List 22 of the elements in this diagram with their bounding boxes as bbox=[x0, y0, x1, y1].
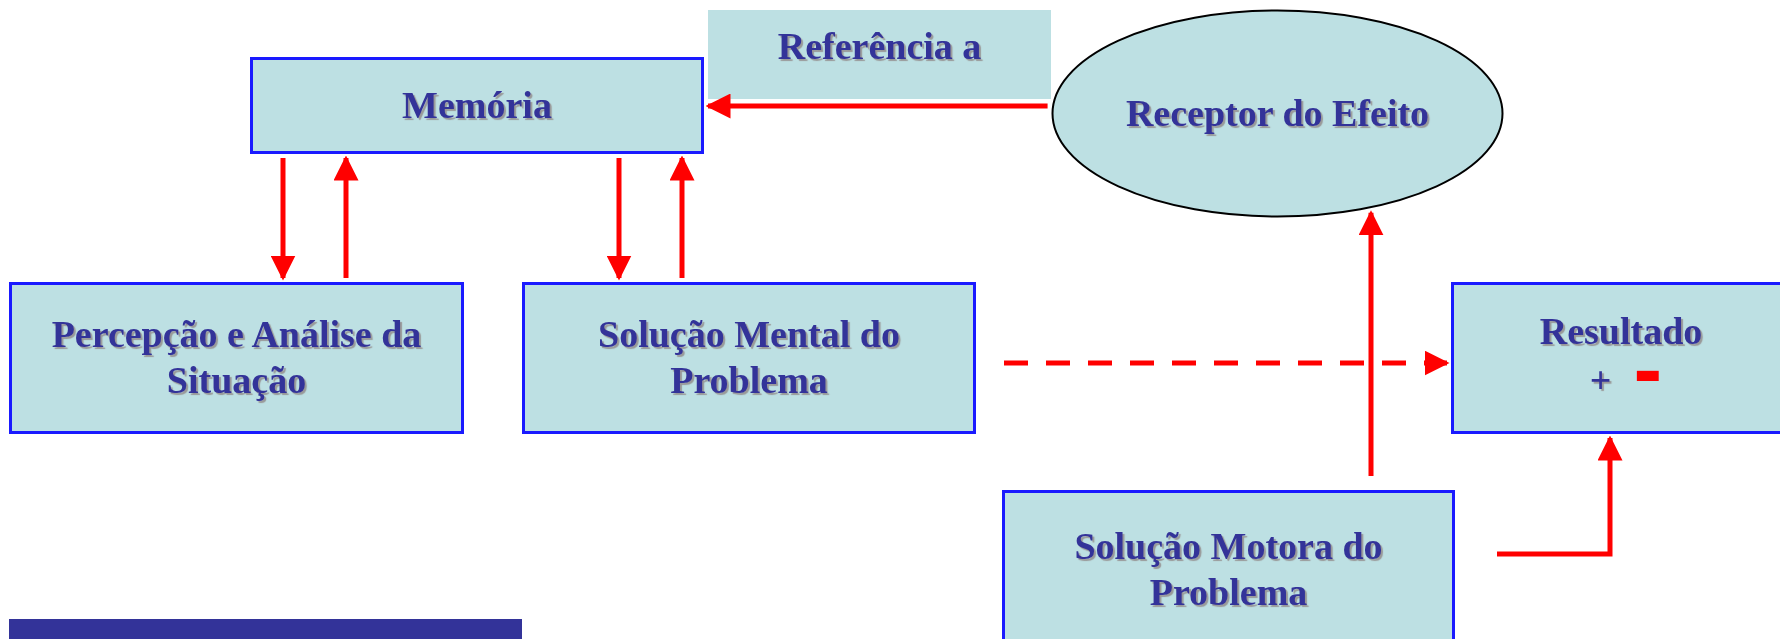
process-box bbox=[1451, 282, 1780, 434]
node-text: Referência a bbox=[777, 24, 982, 69]
node-text: Percepção e Análise da Situação bbox=[50, 312, 423, 403]
arrow bbox=[270, 158, 296, 281]
process-box bbox=[250, 57, 704, 154]
process-box bbox=[522, 282, 976, 434]
arrow bbox=[1004, 350, 1450, 376]
arrow bbox=[705, 93, 1048, 119]
arrow bbox=[1358, 210, 1384, 476]
process-box bbox=[1002, 490, 1455, 639]
node-text: Solução Mental do Problema bbox=[597, 312, 901, 403]
process-box bbox=[9, 282, 464, 434]
ellipse-node bbox=[1051, 9, 1504, 218]
arrow bbox=[669, 155, 695, 278]
arrow bbox=[606, 158, 632, 281]
arrow bbox=[333, 155, 359, 278]
node-text: Solução Motora do Problema bbox=[1073, 524, 1384, 615]
plus-sign: + bbox=[1589, 358, 1612, 403]
arrow bbox=[1497, 435, 1623, 557]
node-text: Memória bbox=[402, 82, 552, 128]
label-box bbox=[708, 10, 1051, 99]
node-text: Receptor do Efeito bbox=[1125, 90, 1430, 136]
